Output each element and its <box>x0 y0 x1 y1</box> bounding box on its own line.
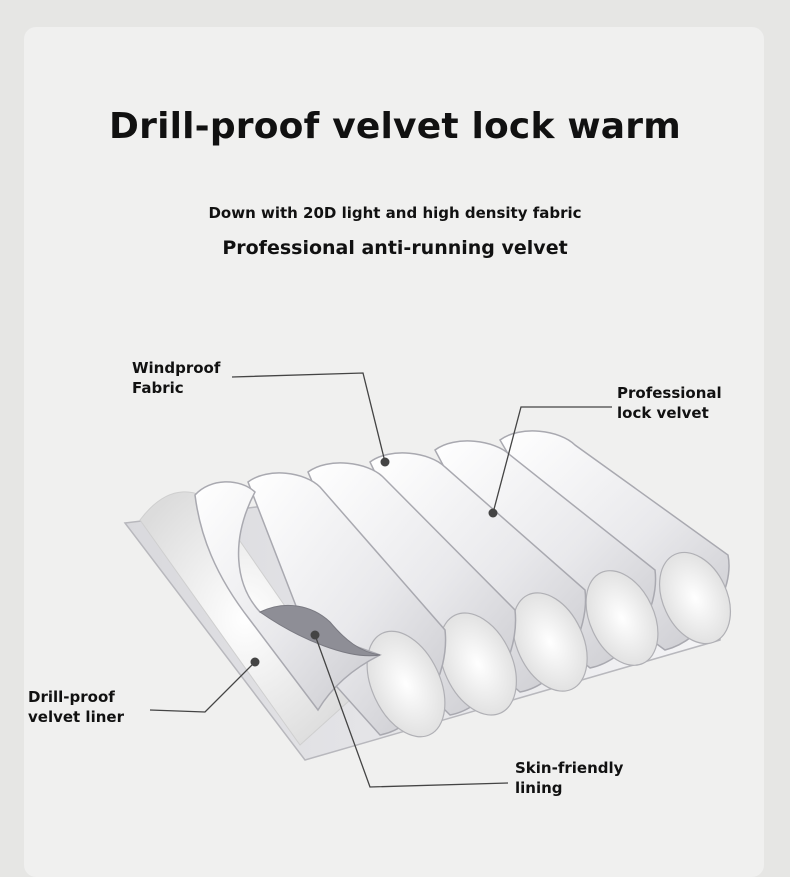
subtitle-fabric: Down with 20D light and high density fab… <box>208 204 582 222</box>
dot-lining <box>310 630 320 640</box>
page-title: Drill-proof velvet lock warm <box>109 106 681 147</box>
label-windproof-line2: Fabric <box>132 379 184 397</box>
dot-liner <box>250 657 260 667</box>
label-skin-friendly-lining: Skin-friendly lining <box>515 758 623 798</box>
leader-lock-velvet <box>492 406 612 514</box>
quilted-tubes <box>194 430 731 738</box>
content-card <box>24 27 764 877</box>
subtitle-velvet: Professional anti-running velvet <box>222 237 568 259</box>
dot-windproof <box>380 457 390 467</box>
label-windproof-line1: Windproof <box>132 359 221 377</box>
label-lining-line1: Skin-friendly <box>515 759 624 777</box>
leader-lines <box>149 372 612 788</box>
label-lock-velvet: Professional lock velvet <box>617 383 722 423</box>
label-windproof-fabric: Windproof Fabric <box>132 358 220 398</box>
label-lock-velvet-line2: lock velvet <box>617 404 709 422</box>
dot-lock-velvet <box>488 508 498 518</box>
leader-liner <box>149 661 256 713</box>
leader-dots <box>250 457 498 667</box>
leader-lining <box>314 634 509 788</box>
label-liner-line1: Drill-proof <box>28 688 115 706</box>
label-velvet-liner: Drill-proof velvet liner <box>28 687 124 727</box>
label-liner-line2: velvet liner <box>28 708 124 726</box>
label-lining-line2: lining <box>515 779 563 797</box>
label-lock-velvet-line1: Professional <box>617 384 722 402</box>
leader-windproof <box>231 372 386 463</box>
